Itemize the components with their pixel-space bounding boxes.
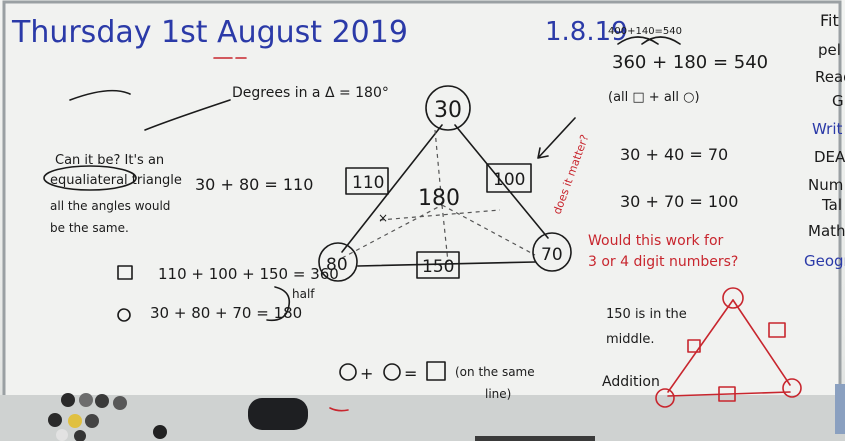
red-squiggle	[329, 407, 349, 412]
square-symbol	[117, 265, 133, 280]
right-circle-value: 70	[541, 245, 563, 265]
top-circle-value: 30	[434, 98, 462, 123]
middle-note-1: 150 is in the	[606, 307, 687, 322]
svg-text:DEAR: DEAR	[814, 148, 845, 166]
svg-text:pel: pel	[818, 41, 841, 59]
right-square-value: 100	[493, 170, 525, 190]
middle-note-2: middle.	[606, 332, 655, 347]
addition-label: Addition	[602, 374, 660, 390]
right-circle	[532, 232, 572, 272]
right-square	[486, 163, 532, 193]
svg-text:Num: Num	[808, 176, 843, 194]
calc-line-1: 30 + 40 = 70	[620, 145, 728, 164]
short-date: 1.8.19	[545, 17, 628, 47]
side-list: Fit pel Read G Writ DEAR Num Tal Math Ge…	[804, 11, 845, 270]
svg-text:Tal: Tal	[821, 196, 842, 214]
note-line-1: Can it be? It's an	[55, 153, 164, 168]
ink-stroke	[69, 89, 131, 101]
red-note-2: 3 or 4 digit numbers?	[588, 254, 738, 270]
red-triangle-diagram	[655, 287, 802, 408]
center-value: 180	[418, 186, 460, 211]
left-circle-value: 80	[326, 255, 348, 275]
square-sum: 110 + 100 + 150 = 360	[158, 265, 339, 283]
half-bracket	[266, 286, 291, 322]
note-line-4: be the same.	[50, 221, 129, 235]
board-tray	[0, 395, 845, 441]
equilateral-circle	[43, 165, 137, 191]
calc-arcs	[617, 36, 681, 45]
sum-note: (all □ + all ○)	[608, 90, 700, 105]
scribble-calc: 400+140=540	[608, 26, 682, 37]
red-note-1: Would this work for	[588, 233, 724, 249]
sum-main: 360 + 180 = 540	[612, 52, 768, 73]
title-text: Thursday 1st August 2019	[11, 15, 408, 50]
formula-plus: +	[360, 364, 373, 383]
circle-sum: 30 + 80 + 70 = 180	[150, 304, 302, 322]
left-circle	[318, 242, 358, 282]
side-object	[835, 384, 845, 434]
sum-small: 30 + 80 = 110	[195, 175, 313, 194]
arrow-curve	[144, 99, 231, 131]
formula-circle-2	[383, 363, 401, 381]
svg-text:Fit: Fit	[820, 11, 839, 30]
formula-note-1: (on the same	[455, 365, 535, 379]
eraser	[248, 398, 308, 430]
formula-circle-1	[339, 363, 357, 381]
half-label: half	[292, 287, 315, 301]
heading-note: Degrees in a Δ = 180°	[232, 85, 389, 101]
formula-square	[426, 361, 446, 381]
formula-note-2: line)	[485, 387, 511, 401]
svg-text:Math: Math	[808, 222, 845, 240]
svg-text:Geogr: Geogr	[804, 252, 845, 270]
left-square-value: 110	[352, 173, 384, 193]
x-mark: ×	[378, 211, 388, 225]
svg-text:Writ: Writ	[812, 120, 842, 138]
bottom-square-value: 150	[422, 257, 454, 277]
formula-equals: =	[404, 364, 417, 383]
number-triangle: 30 80 70 110 100 150 180 ×	[318, 85, 572, 282]
bottom-square	[416, 251, 460, 279]
top-circle	[425, 85, 471, 131]
calc-line-2: 30 + 70 = 100	[620, 192, 738, 211]
magnets	[48, 393, 167, 441]
note-line-3: all the angles would	[50, 199, 170, 213]
svg-text:Read: Read	[815, 68, 845, 86]
note-line-2: equaliateral triangle	[50, 173, 182, 188]
arrow-to-square	[537, 117, 576, 159]
svg-text:G: G	[832, 92, 844, 110]
left-square	[345, 167, 389, 195]
circle-symbol	[117, 308, 131, 322]
